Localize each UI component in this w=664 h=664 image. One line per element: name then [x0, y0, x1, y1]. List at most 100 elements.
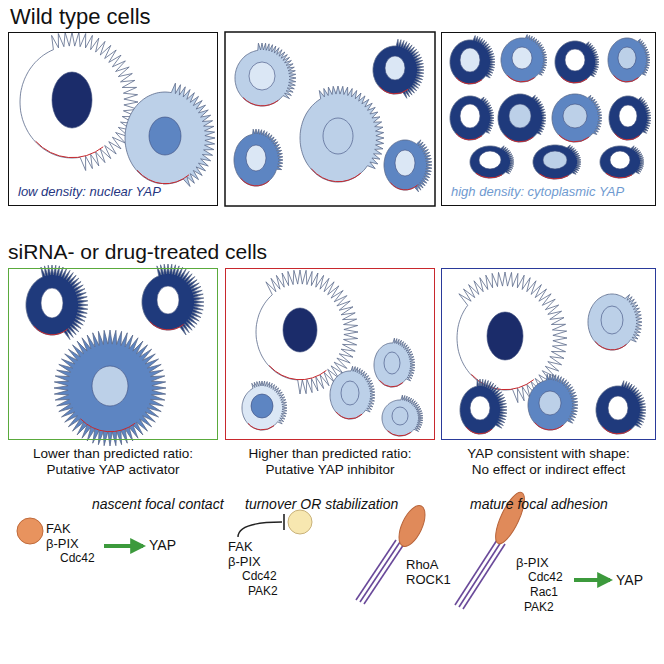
cell-edge — [535, 423, 564, 430]
protein-name: YAP — [149, 537, 176, 553]
protein-name: Rac1 — [530, 586, 558, 600]
cell-edge — [269, 366, 326, 380]
cell-nucleus — [601, 306, 623, 334]
cell-edge — [540, 174, 569, 179]
activation-arrow — [104, 544, 143, 548]
protein-name: PAK2 — [524, 601, 554, 615]
cell-nucleus — [157, 286, 179, 314]
focal-adhesion — [394, 502, 431, 550]
cell-body — [450, 36, 495, 84]
cell-edge — [311, 169, 360, 182]
cell-nucleus — [619, 105, 637, 127]
cell-nucleus — [610, 151, 630, 169]
cell-body — [600, 146, 644, 178]
cell-edge — [36, 141, 104, 157]
cell-nucleus — [395, 150, 415, 176]
panel: Lower than predicted ratio:Putative YAP … — [8, 268, 218, 478]
protein-name: RhoA — [406, 558, 439, 573]
cell-body — [54, 330, 166, 446]
cell-body — [528, 374, 578, 430]
cell-body — [555, 41, 599, 83]
protein-name: β-PIX — [516, 556, 549, 571]
cell-nucleus — [341, 381, 359, 405]
protein-name: Cdc42 — [528, 571, 563, 585]
cell-nucleus — [41, 288, 63, 318]
cell-edge — [387, 431, 410, 436]
protein-name: FAK — [46, 522, 71, 537]
cell-edge — [559, 135, 589, 142]
focal-contact — [17, 518, 43, 544]
cell-edge — [505, 135, 534, 142]
cell-nucleus — [251, 394, 273, 418]
cell-nucleus — [470, 396, 490, 420]
cell-edge — [379, 380, 402, 386]
protein-name: FAK — [228, 540, 253, 555]
cell-nucleus — [539, 391, 561, 415]
cell-body — [450, 96, 494, 140]
cell-body — [330, 366, 375, 419]
panel-label: low density: nuclear YAP — [16, 184, 163, 199]
cell-nucleus — [92, 366, 128, 406]
panel-caption: No effect or indirect effect — [441, 462, 656, 478]
stage-label: mature focal adhesion — [470, 496, 608, 512]
protein-name: YAP — [616, 572, 643, 588]
panel: YAP consistent with shape:No effect or i… — [441, 268, 656, 478]
cell-body — [470, 146, 514, 178]
cell-body — [374, 338, 415, 387]
cell-edge — [81, 419, 136, 432]
inhibition-line — [238, 522, 282, 537]
panel-caption: Lower than predicted ratio: — [8, 446, 218, 462]
cell-edge — [243, 98, 278, 106]
cell-nucleus — [563, 104, 587, 128]
cell-body — [300, 86, 384, 182]
panel-frame — [441, 32, 656, 206]
cell-body — [609, 96, 651, 140]
cell-edge — [390, 183, 417, 190]
cell-nucleus — [385, 56, 405, 80]
protein-name: β-PIX — [228, 555, 261, 570]
cell-body — [608, 38, 650, 82]
panel-frame — [8, 32, 218, 206]
section-heading: siRNA- or drug-treated cells — [8, 240, 267, 264]
cell-nucleus — [249, 62, 275, 90]
cell-body — [235, 43, 296, 106]
focal-contact — [288, 510, 312, 534]
cell-nucleus — [479, 151, 501, 169]
cell-body — [125, 83, 215, 186]
cell-edge — [606, 173, 632, 178]
cell-nucleus — [618, 47, 636, 69]
stage-label: turnover OR stabilization — [245, 496, 398, 512]
cell-body — [20, 32, 138, 171]
protein-name: β-PIX — [46, 537, 79, 552]
actin-fibers — [356, 540, 505, 609]
activation-arrow — [574, 578, 610, 582]
cell-edge — [466, 427, 492, 434]
cell-edge — [615, 133, 640, 139]
cell-nucleus — [487, 312, 523, 360]
panel-caption: Putative YAP activator — [8, 462, 218, 478]
cell-nucleus — [543, 151, 567, 169]
protein-name: Cdc42 — [242, 570, 277, 584]
cell-edge — [507, 75, 534, 81]
cell-nucleus — [384, 352, 400, 374]
cell-nucleus — [460, 48, 480, 72]
cell-edge — [595, 342, 626, 350]
cell-nucleus — [283, 308, 317, 352]
cell-body — [384, 140, 432, 192]
stage-label: nascent focal contact — [92, 496, 224, 512]
panel-frame — [8, 268, 218, 440]
cell-edge — [137, 170, 189, 184]
protein-name: ROCK1 — [406, 573, 451, 588]
cell-body — [533, 145, 581, 179]
panel-caption: Putative YAP inhibitor — [225, 462, 435, 478]
cell-edge — [34, 326, 68, 335]
cell-body — [498, 94, 546, 142]
cell-body — [382, 395, 423, 436]
cell-nucleus — [246, 145, 266, 171]
panel: low density: nuclear YAP — [8, 32, 218, 206]
cell-edge — [150, 322, 184, 330]
cell-nucleus — [52, 72, 92, 128]
cell-edge — [380, 87, 409, 94]
cell-body — [596, 381, 646, 434]
panel: high density: cytoplasmic YAP — [441, 32, 656, 206]
